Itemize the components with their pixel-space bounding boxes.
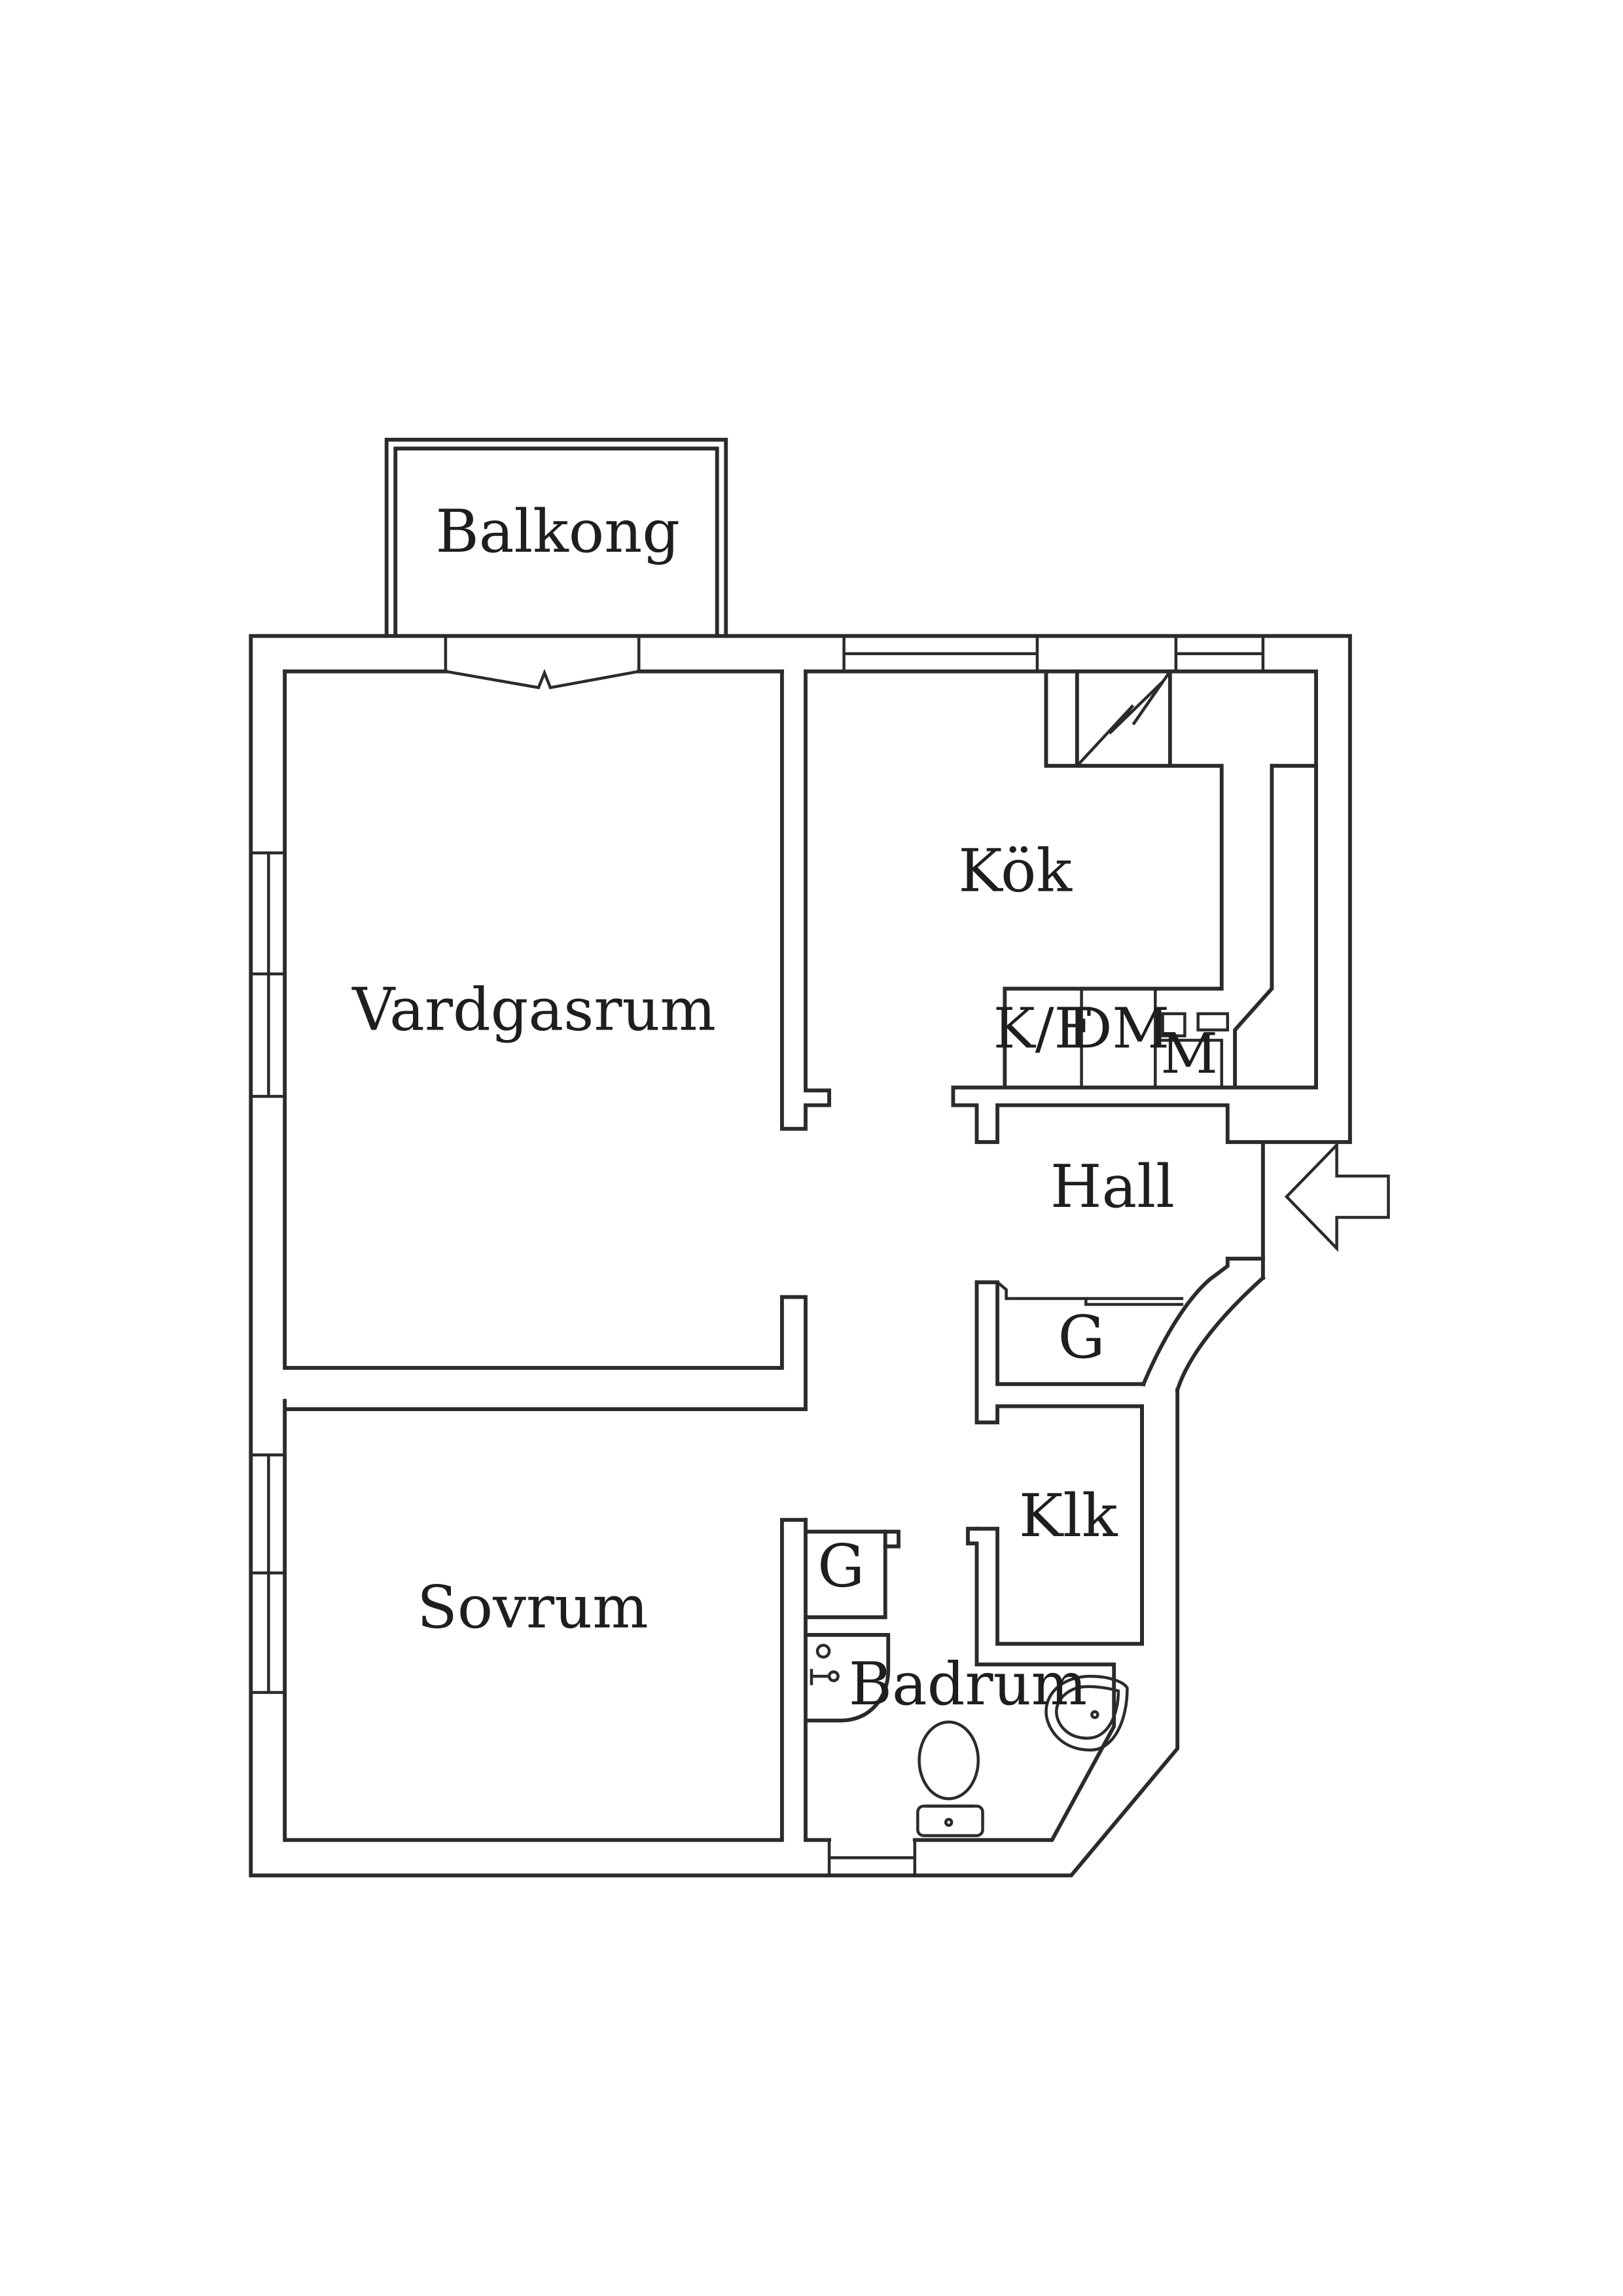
room-label-bedroom: Sovrum — [417, 1573, 649, 1642]
toilet-icon — [916, 1720, 984, 1837]
laundry-closet — [912, 1404, 1144, 1842]
window-kitchen — [842, 636, 1265, 672]
balcony-door — [444, 636, 641, 690]
appliance-label-dishwasher: DM — [1067, 996, 1169, 1062]
balcony — [384, 437, 728, 638]
sink-icon — [1044, 1674, 1129, 1752]
room-label-living-room: Vardgasrum — [351, 976, 716, 1045]
room-label-hall: Hall — [1050, 1153, 1175, 1221]
room-label-balcony: Balkong — [435, 497, 680, 566]
arrow-left-icon — [1284, 1141, 1390, 1252]
room-label-kitchen: Kök — [958, 837, 1073, 906]
hall-closet — [974, 1257, 1266, 1646]
bathroom — [804, 1518, 917, 1876]
exterior-wall — [249, 634, 1352, 1878]
lightning-icon — [1076, 670, 1171, 767]
room-label-bathroom: Badrum — [849, 1650, 1087, 1719]
window-west-bedroom — [251, 1453, 285, 1695]
room-label-closet-bath: G — [817, 1532, 865, 1601]
room-label-closet-hall: G — [1058, 1303, 1105, 1372]
appliance-label-fridge: K/F — [993, 996, 1093, 1062]
kitchen — [804, 669, 1318, 1144]
window-west-living — [251, 851, 285, 1098]
room-label-laundry: Klk — [1019, 1482, 1118, 1551]
appliance-label-microwave: M — [1160, 1021, 1218, 1086]
shower-fixture — [810, 1643, 840, 1685]
